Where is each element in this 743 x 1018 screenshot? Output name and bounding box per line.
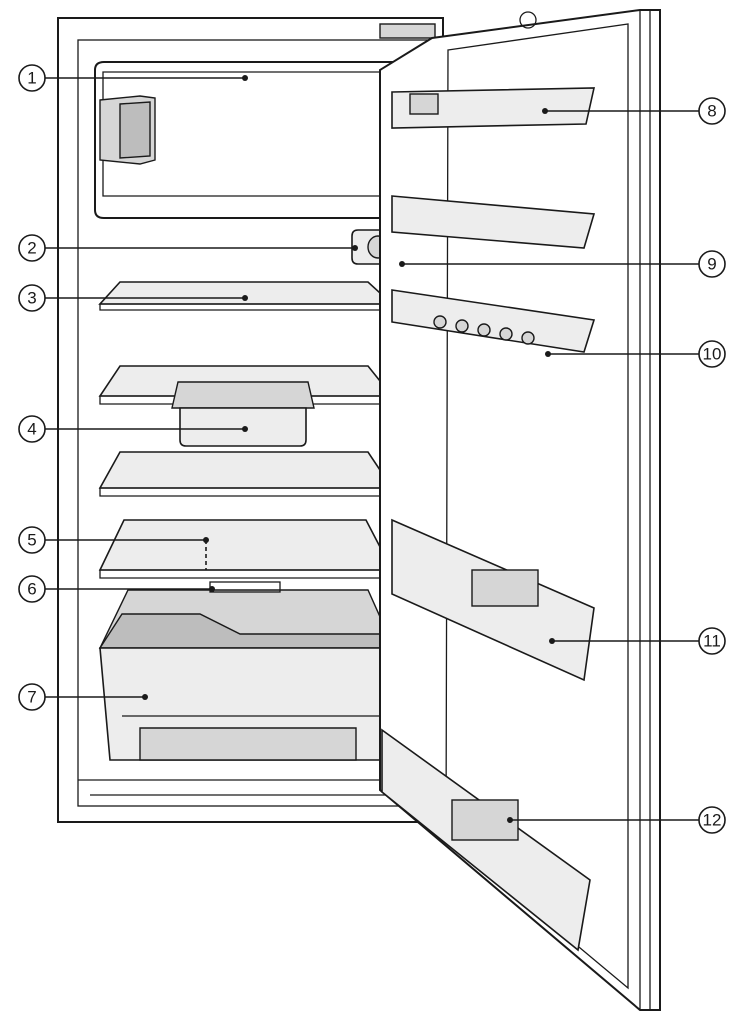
callout-1: 1 — [18, 64, 248, 92]
callout-circle — [18, 415, 46, 443]
callout-leader-dot — [242, 75, 248, 81]
egg-tray — [391, 289, 596, 353]
callout-2: 2 — [18, 234, 358, 262]
callout-number: 7 — [27, 688, 36, 707]
callout-circle — [18, 575, 46, 603]
callout-number: 11 — [703, 632, 721, 651]
callout-number: 5 — [27, 531, 36, 550]
callout-leader-dot — [549, 638, 555, 644]
callout-circle — [698, 340, 726, 368]
door-shelf-9 — [391, 195, 596, 249]
callout-leader-dot — [352, 245, 358, 251]
callout-leader-dot — [203, 537, 209, 543]
vegetable-crisper — [98, 581, 396, 761]
door-bottle-shelf-11 — [391, 518, 595, 682]
callout-leader-dot — [545, 351, 551, 357]
callout-number: 9 — [707, 255, 716, 274]
callout-circle — [698, 250, 726, 278]
callout-leader-dot — [242, 426, 248, 432]
callout-number: 4 — [27, 420, 36, 439]
callout-circle — [18, 64, 46, 92]
door-bottle-shelf-12 — [381, 728, 591, 952]
callout-10: 10 — [545, 340, 726, 368]
callout-leader-dot — [209, 586, 215, 592]
callout-number: 2 — [27, 239, 36, 258]
callout-6: 6 — [18, 575, 215, 603]
door-shelf-8 — [391, 87, 596, 129]
callout-number: 8 — [707, 102, 716, 121]
callout-leader-dot — [142, 694, 148, 700]
callout-circle — [698, 97, 726, 125]
lower-shelf — [98, 519, 394, 579]
callout-number: 6 — [27, 580, 36, 599]
callout-8: 8 — [542, 97, 726, 125]
callout-circle — [18, 284, 46, 312]
callout-4: 4 — [18, 415, 248, 443]
callout-11: 11 — [549, 627, 726, 655]
freezer-compartment — [94, 61, 411, 219]
fridge-door — [379, 9, 661, 1011]
callout-leader-dot — [242, 295, 248, 301]
callout-5: 5 — [18, 526, 209, 554]
callout-3: 3 — [18, 284, 248, 312]
callout-circle — [698, 806, 726, 834]
callout-number: 12 — [703, 811, 722, 830]
callout-12: 12 — [507, 806, 726, 834]
callout-circle — [18, 683, 46, 711]
callout-circle — [18, 526, 46, 554]
callout-7: 7 — [18, 683, 148, 711]
callout-leader-dot — [507, 817, 513, 823]
callout-circle — [698, 627, 726, 655]
callout-number: 3 — [27, 289, 36, 308]
callout-leader-dot — [542, 108, 548, 114]
callout-number: 1 — [27, 69, 36, 88]
callout-circle — [18, 234, 46, 262]
callout-number: 10 — [703, 345, 722, 364]
callout-leader-dot — [399, 261, 405, 267]
callout-9: 9 — [399, 250, 726, 278]
